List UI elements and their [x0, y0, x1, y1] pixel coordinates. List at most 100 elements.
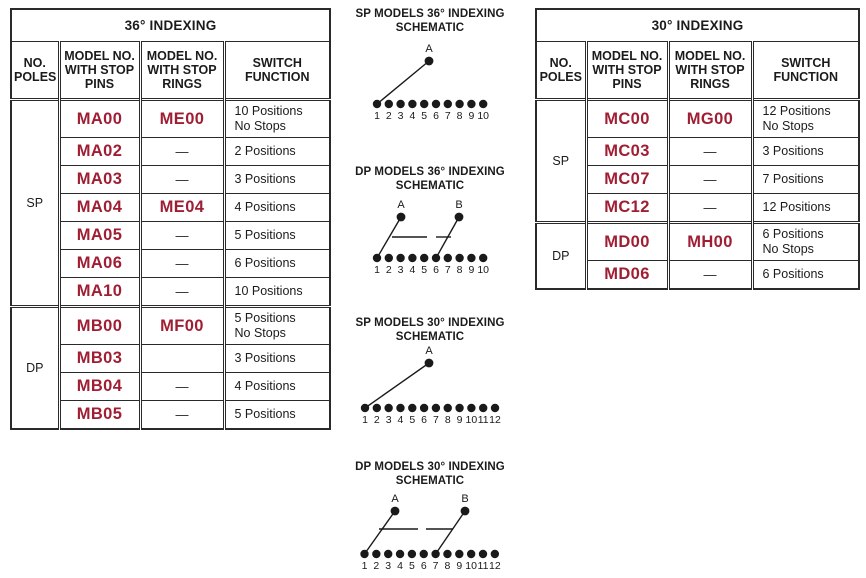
contact-number: 3: [385, 560, 391, 572]
contact-dot: [396, 253, 405, 263]
contact-dot: [372, 403, 382, 413]
model-rings-cell: [138, 344, 225, 373]
model-pins-cell: MA02: [57, 137, 141, 166]
contact-number: 12: [489, 414, 501, 426]
table-row: MC03—3 Positions: [536, 137, 860, 166]
contact-dot: [479, 403, 488, 413]
model-rings-cell: MH00: [666, 221, 753, 261]
contact-number: 2: [386, 264, 392, 276]
schematic-title-line: SCHEMATIC: [395, 22, 465, 34]
schematic-title-line: DP MODELS 36° INDEXING: [355, 166, 505, 178]
switch-function-cell: 7 Positions: [750, 165, 860, 194]
col-header-stop-rings: MODEL NO. WITH STOP RINGS: [138, 41, 225, 100]
wiper-line: [435, 216, 460, 259]
model-pins-cell: MD06: [584, 260, 669, 290]
contact-dot: [396, 99, 405, 109]
table-row: MC12—12 Positions: [536, 193, 860, 223]
schematic-title-line: SP MODELS 30° INDEXING: [355, 317, 505, 329]
contact-number: 3: [386, 414, 392, 426]
contact-number: 4: [409, 110, 415, 122]
table-row: MB05—5 Positions: [11, 400, 331, 430]
switch-function-cell: 4 Positions: [222, 193, 331, 222]
contact-number: 10: [477, 264, 489, 276]
contact-dot: [384, 403, 393, 413]
table-row: MA10—10 Positions: [11, 277, 331, 307]
model-rings-cell: ME04: [138, 193, 225, 222]
terminal-dot: [454, 212, 464, 222]
switch-function-cell: 5 Positions: [222, 400, 331, 430]
contact-number: 8: [445, 560, 451, 572]
poles-cell: SP: [535, 98, 587, 223]
contact-number: 3: [398, 110, 404, 122]
contact-dot: [467, 99, 476, 109]
contact-number: 3: [398, 264, 404, 276]
terminal-dot: [460, 506, 470, 516]
schematic-title-dp-36: DP MODELS 36° INDEXING SCHEMATIC: [330, 165, 530, 193]
contact-number: 5: [421, 264, 427, 276]
col-header-stop-rings: MODEL NO. WITH STOP RINGS: [666, 41, 753, 100]
terminal-dot: [396, 212, 406, 222]
contact-number: 6: [433, 264, 439, 276]
switch-function-cell: 5 Positions: [222, 221, 331, 250]
switch-function-line: 4 Positions: [234, 379, 296, 393]
contact-dot: [372, 549, 381, 559]
contact-dot: [455, 403, 464, 413]
contact-dot: [420, 253, 429, 263]
column-header-row: NO. POLES MODEL NO. WITH STOP PINS MODEL…: [535, 41, 860, 100]
terminal-dot: [390, 506, 400, 516]
contact-number: 6: [433, 110, 439, 122]
contact-number: 10: [465, 560, 477, 572]
terminal-dot: [424, 56, 434, 66]
contact-dot: [408, 403, 417, 413]
model-rings-cell: —: [138, 372, 225, 401]
contact-number: 5: [421, 110, 427, 122]
switch-function-line: 3 Positions: [762, 144, 824, 158]
contact-number: 8: [445, 414, 451, 426]
contact-number: 8: [457, 264, 463, 276]
contact-number: 9: [468, 264, 474, 276]
contact-number: 10: [477, 110, 489, 122]
col-header-stop-pins: MODEL NO. WITH STOP PINS: [57, 41, 141, 100]
model-pins-cell: MD00: [584, 221, 669, 261]
model-rings-cell: —: [666, 193, 753, 223]
schematic-title-dp-30: DP MODELS 30° INDEXING SCHEMATIC: [330, 460, 530, 488]
wiper-line: [364, 362, 430, 409]
col-header-no-poles: NO. POLES: [535, 41, 587, 100]
contact-dot: [384, 549, 393, 559]
wiper-line: [435, 510, 466, 555]
switch-function-line: 6 Positions: [762, 227, 824, 241]
schematic-title-line: SCHEMATIC: [395, 475, 465, 487]
terminal-label: B: [461, 493, 468, 505]
contact-number: 12: [489, 560, 501, 572]
contact-dot: [455, 549, 464, 559]
contact-dot: [455, 253, 464, 263]
contact-number: 11: [478, 414, 489, 426]
contact-dot: [431, 253, 441, 263]
contact-number: 2: [386, 110, 392, 122]
schematic-title-line: SP MODELS 36° INDEXING: [355, 8, 505, 20]
model-rings-cell: —: [138, 277, 225, 307]
model-rings-cell: —: [666, 165, 753, 194]
contact-dot: [479, 253, 488, 263]
terminal-label: A: [425, 345, 433, 357]
contact-number: 2: [374, 414, 380, 426]
contact-dot: [478, 549, 488, 559]
terminal-label: A: [397, 199, 405, 211]
switch-function-line: 3 Positions: [234, 351, 296, 365]
contact-number: 1: [362, 414, 368, 426]
switch-function-line: 7 Positions: [762, 172, 824, 186]
switch-function-cell: 4 Positions: [222, 372, 331, 401]
contact-dot: [490, 403, 500, 413]
switch-function-line: 4 Positions: [234, 200, 296, 214]
contact-dot: [490, 549, 500, 559]
contact-number: 8: [457, 110, 463, 122]
contact-dot: [443, 99, 452, 109]
switch-function-line: 12 Positions: [762, 200, 831, 214]
switch-function-cell: 6 Positions: [222, 249, 331, 278]
